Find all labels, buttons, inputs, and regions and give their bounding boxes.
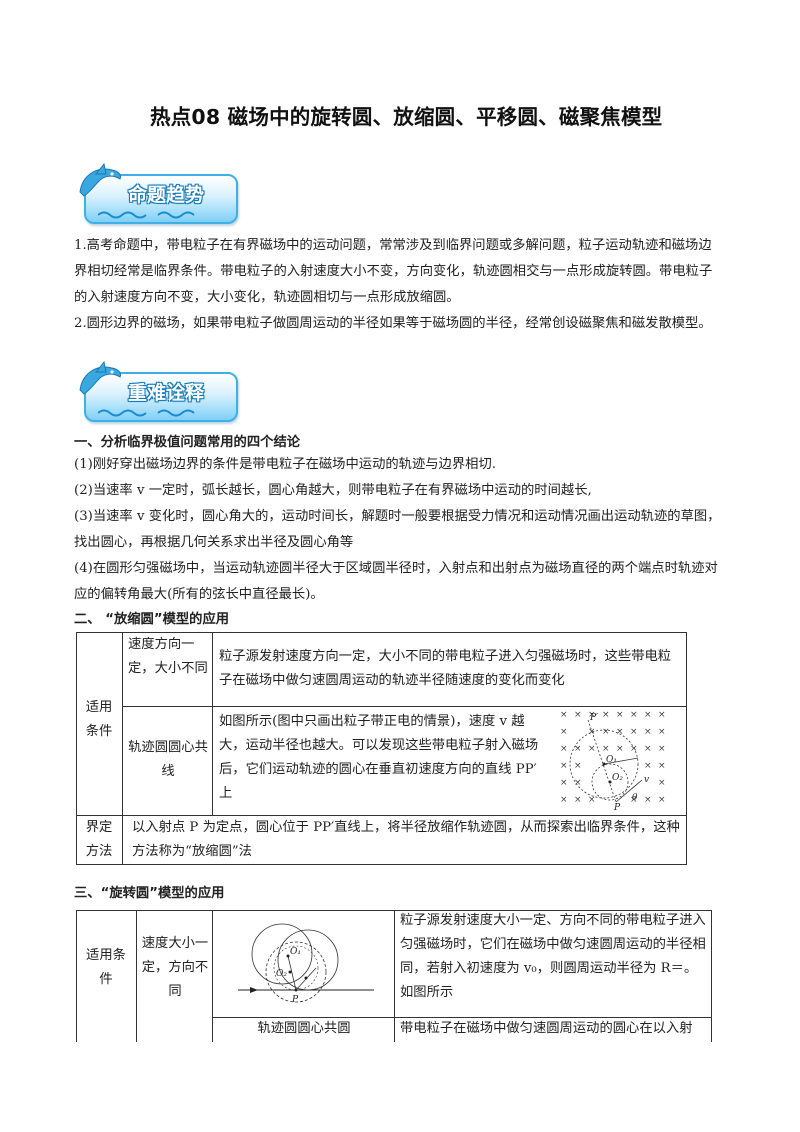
svg-text:×: × — [616, 744, 624, 754]
section2-heading: 二、 “放缩圆”模型的应用 — [74, 612, 230, 627]
banner-trend: 命题趋势 — [74, 162, 238, 224]
section1-list: (1)刚好穿出磁场边界的条件是带电粒子在磁场中运动的轨迹与边界相切. (2)当速… — [74, 452, 724, 608]
svg-text:×: × — [560, 727, 568, 737]
svg-text:×: × — [588, 795, 596, 805]
svg-text:×: × — [574, 744, 582, 754]
svg-text:×: × — [616, 710, 624, 720]
conclusion-item: (1)刚好穿出磁场边界的条件是带电粒子在磁场中运动的轨迹与边界相切. — [74, 457, 496, 472]
intro-section: 1.高考命题中，带电粒子在有界磁场中的运动问题，常常涉及到临界问题或多解问题，粒… — [74, 233, 724, 337]
zoom-circle-table: 适用条件 速度方向一定，大小不同 粒子源发射速度方向一定，大小不同的带电粒子进入… — [76, 632, 687, 865]
cell-speed-magnitude: 速度大小一定，方向不同 — [141, 936, 209, 999]
svg-text:×: × — [658, 744, 666, 754]
wave-decoration-icon — [98, 409, 195, 417]
conclusion-item: (4)在圆形匀强磁场中，当运动轨迹圆半径大于区域圆半径时，入射点和出射点为磁场直… — [74, 561, 718, 602]
svg-text:×: × — [630, 795, 638, 805]
svg-text:×: × — [560, 744, 568, 754]
label-p-prime: P′ — [589, 713, 598, 723]
banner-key: 重难诠释 — [74, 360, 238, 422]
label-o1: O₁ — [606, 755, 617, 765]
label-o2: O₂ — [612, 773, 623, 783]
zoom-circle-figure: × × × × × × × × × × × × × × × × × × × × × × × × × × × × × × × × × × ×… — [560, 710, 666, 812]
svg-text:×: × — [658, 710, 666, 720]
label-theta: θ — [632, 793, 638, 803]
svg-text:×: × — [574, 710, 582, 720]
label-o1: O₁ — [290, 947, 301, 957]
label-p: P — [291, 995, 299, 1005]
svg-text:×: × — [658, 778, 666, 788]
svg-text:×: × — [616, 727, 624, 737]
svg-text:×: × — [560, 761, 568, 771]
svg-text:×: × — [588, 710, 596, 720]
label-p: P — [613, 803, 621, 812]
svg-text:×: × — [602, 744, 610, 754]
conclusion-item: (3)当速率 v 变化时，圆心角大的，运动时间长，解题时一般要根据受力情况和运动… — [74, 509, 721, 550]
row-header-conditions: 适用条件 — [85, 700, 113, 739]
svg-text:×: × — [560, 710, 568, 720]
dolphin-icon — [79, 360, 121, 395]
svg-text:×: × — [630, 744, 638, 754]
cell-centers-on-circle: 轨迹圆圆心共圆 — [257, 1021, 351, 1036]
banner-label: 命题趋势 — [128, 184, 205, 206]
cell-centers-description: 带电粒子在磁场中做匀速圆周运动的圆心在以入射 — [400, 1021, 693, 1036]
section1-heading: 一、分析临界极值问题常用的四个结论 — [74, 435, 301, 450]
cell-method-description: 以入射点 P 为定点，圆心位于 PP′直线上，将半径放缩作轨迹圆，从而探索出临界… — [132, 820, 680, 859]
intro-paragraph-1: 1.高考命题中，带电粒子在有界磁场中的运动问题，常常涉及到临界问题或多解问题，粒… — [74, 238, 713, 305]
svg-text:×: × — [630, 727, 638, 737]
svg-text:×: × — [658, 727, 666, 737]
svg-text:×: × — [602, 710, 610, 720]
svg-text:×: × — [658, 761, 666, 771]
svg-text:×: × — [560, 778, 568, 788]
svg-text:×: × — [574, 778, 582, 788]
label-v: v — [644, 775, 649, 785]
conclusion-item: (2)当速率 v 一定时，弧长越长，圆心角越大，则带电粒子在有界磁场中运动的时间… — [74, 483, 592, 498]
svg-text:×: × — [644, 744, 652, 754]
cell-description: 粒子源发射速度方向一定，大小不同的带电粒子进入匀强磁场时，这些带电粒子在磁场中做… — [219, 649, 672, 688]
cell-centers-collinear: 轨迹圆圆心共线 — [128, 740, 208, 779]
cell-speed-direction: 速度方向一定，大小不同 — [128, 637, 208, 676]
page-title: 热点08 磁场中的旋转圆、放缩圆、平移圆、磁聚焦模型 — [150, 105, 663, 129]
wave-decoration-icon — [98, 211, 195, 219]
dolphin-icon — [79, 162, 121, 197]
svg-text:×: × — [574, 795, 582, 805]
cell-description: 粒子源发射速度大小一定、方向不同的带电粒子进入匀强磁场时，它们在磁场中做匀速圆周… — [400, 913, 706, 1000]
section3-heading: 三、“旋转圆”模型的应用 — [74, 886, 225, 901]
row-header-method: 界定方法 — [85, 820, 113, 859]
cell-figure-description: 如图所示(图中只画出粒子带正电的情景)，速度 v 越大，运动半径也越大。可以发现… — [219, 714, 539, 801]
banner-label: 重难诠释 — [128, 382, 205, 404]
svg-text:×: × — [630, 710, 638, 720]
svg-text:×: × — [602, 727, 610, 737]
rotate-circle-figure: O₁ O₂ P — [238, 923, 374, 1005]
svg-text:×: × — [644, 761, 652, 771]
svg-text:×: × — [658, 795, 666, 805]
rotate-circle-table: 适用条件 速度大小一定，方向不同 粒子源发射速度大小一定、方向不同的带电粒子进入… — [76, 910, 712, 1042]
row-header-conditions: 适用条件 — [86, 948, 126, 987]
svg-text:×: × — [574, 761, 582, 771]
svg-text:×: × — [588, 744, 596, 754]
svg-text:×: × — [560, 795, 568, 805]
svg-text:×: × — [644, 795, 652, 805]
intro-paragraph-2: 2.圆形边界的磁场，如果带电粒子做圆周运动的半径如果等于磁场圆的半径，经常创设磁… — [74, 316, 712, 331]
svg-text:×: × — [644, 710, 652, 720]
label-o2: O₂ — [276, 969, 287, 979]
svg-text:×: × — [644, 727, 652, 737]
